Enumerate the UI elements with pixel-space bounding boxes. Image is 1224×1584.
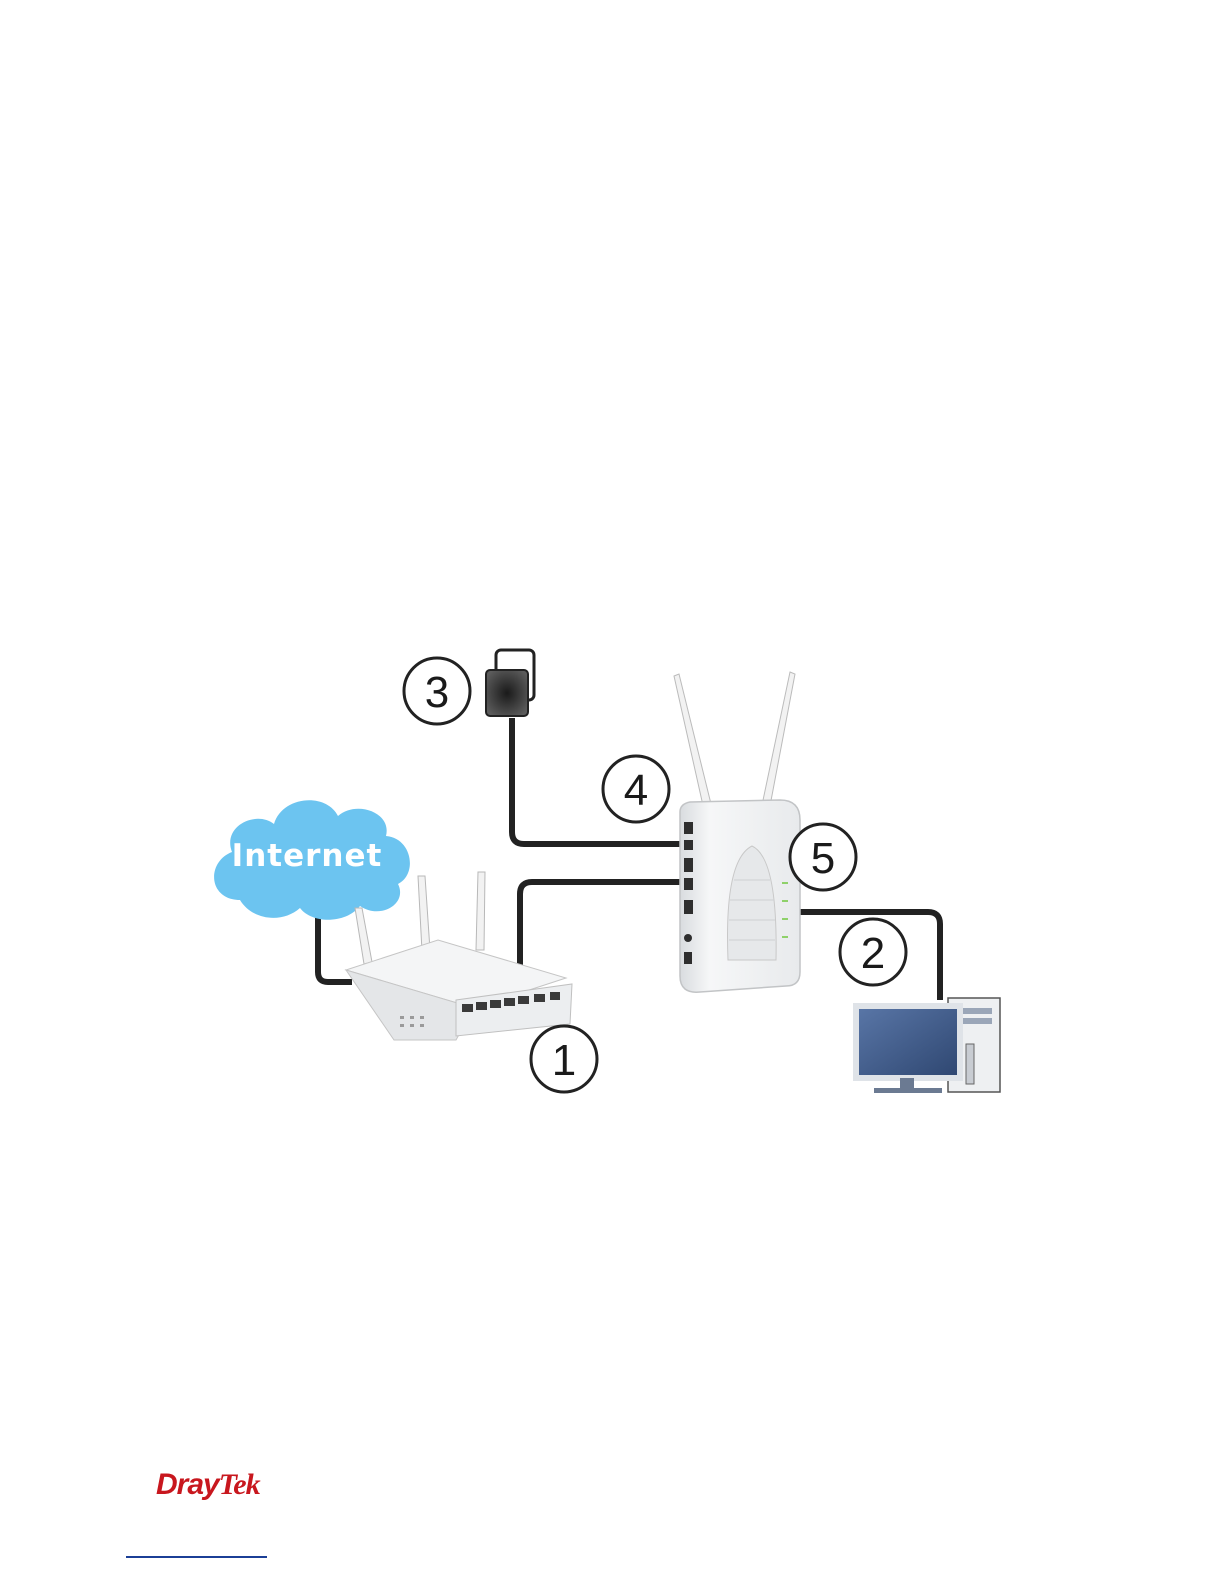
callout-2: 2 bbox=[840, 919, 906, 985]
desktop-pc bbox=[856, 998, 1000, 1093]
callout-4: 4 bbox=[603, 756, 669, 822]
footer-divider bbox=[126, 1556, 267, 1558]
power-adapter bbox=[486, 650, 534, 716]
callout-5: 5 bbox=[790, 824, 856, 890]
callout-label-2: 2 bbox=[861, 929, 885, 978]
draytek-logo: DrayTek bbox=[156, 1468, 260, 1502]
internet-cloud: Internet bbox=[214, 800, 410, 920]
callout-label-4: 4 bbox=[624, 766, 648, 815]
callout-3: 3 bbox=[404, 658, 470, 724]
logo-accent: Tek bbox=[219, 1468, 260, 1501]
internet-label: Internet bbox=[232, 838, 383, 874]
callout-label-1: 1 bbox=[552, 1036, 576, 1085]
logo-main: Dray bbox=[156, 1468, 219, 1501]
access-point bbox=[674, 672, 800, 992]
callout-label-3: 3 bbox=[425, 668, 449, 717]
callout-label-5: 5 bbox=[811, 834, 835, 883]
callout-1: 1 bbox=[531, 1026, 597, 1092]
